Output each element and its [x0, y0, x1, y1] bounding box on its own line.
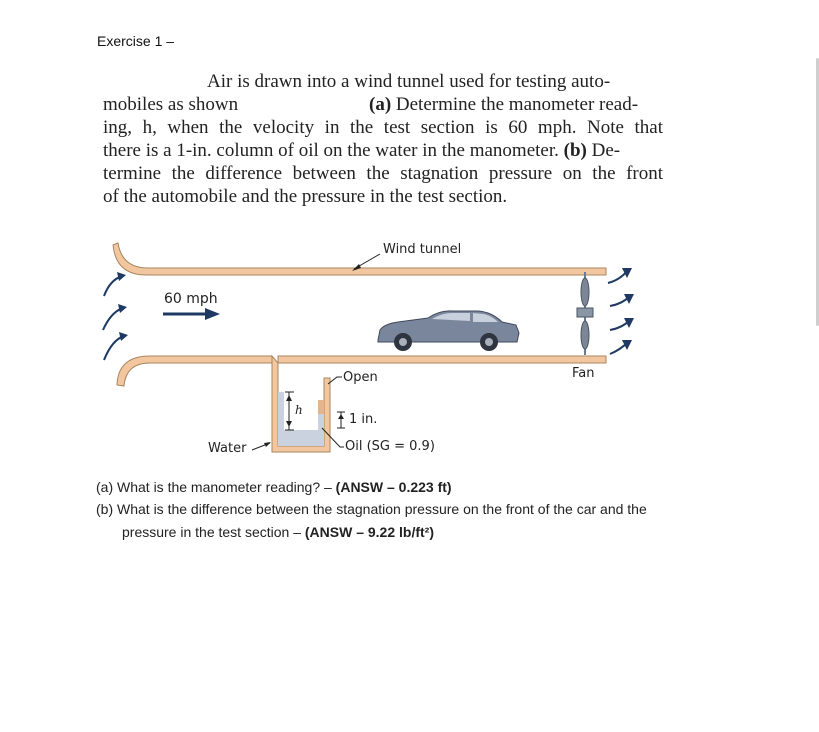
- fan-icon: [576, 272, 594, 355]
- oil-height-label: 1 in.: [349, 412, 378, 427]
- problem-line-2b-text: Determine the manometer read-: [391, 94, 639, 115]
- wind-tunnel-figure: [102, 242, 634, 453]
- question-b: (b) What is the difference between the s…: [96, 501, 647, 517]
- problem-line-5: termine the difference between the stagn…: [103, 163, 663, 184]
- exercise-heading: Exercise 1 –: [97, 33, 175, 49]
- part-b-marker: (b): [563, 140, 587, 161]
- fan-label: Fan: [572, 366, 595, 381]
- tunnel-upper-wall: [112, 242, 607, 276]
- problem-line-2a: mobiles as shown: [103, 94, 239, 115]
- problem-line-1: Air is drawn into a wind tunnel used for…: [207, 71, 611, 92]
- speed-label: 60 mph: [164, 291, 218, 307]
- question-b-continued: pressure in the test section – (ANSW – 9…: [122, 524, 434, 540]
- vertical-scrollbar[interactable]: [816, 58, 819, 326]
- problem-line-4a: there is a 1-in. column of oil on the wa…: [103, 140, 564, 161]
- h-label: h: [295, 403, 303, 417]
- inflow-arrows: [102, 275, 125, 361]
- manometer-tube: [271, 354, 331, 453]
- tunnel-lower-wall: [116, 355, 273, 387]
- problem-line-6: of the automobile and the pressure in th…: [103, 186, 508, 207]
- question-b-answer: (ANSW – 9.22 lb/ft²): [304, 524, 434, 540]
- question-a-text: (a) What is the manometer reading? –: [96, 479, 336, 495]
- manometer-oil: [318, 400, 324, 414]
- problem-line-4: there is a 1-in. column of oil on the wa…: [103, 139, 663, 162]
- problem-line-3: ing, h, when the velocity in the test se…: [103, 117, 663, 138]
- problem-line-2b: (a) Determine the manometer read-: [369, 93, 638, 116]
- velocity-arrow: [205, 308, 220, 320]
- tunnel-lower-wall-right: [277, 355, 607, 364]
- open-label: Open: [343, 370, 378, 385]
- problem-line-4c: De-: [586, 140, 621, 161]
- wind-tunnel-label: Wind tunnel: [383, 242, 462, 257]
- problem-line-2: mobiles as shown (a) Determine the manom…: [103, 93, 663, 116]
- question-b-text2: pressure in the test section –: [122, 524, 305, 540]
- car-icon: [377, 310, 520, 351]
- question-a-answer: (ANSW – 0.223 ft): [335, 479, 452, 495]
- question-a: (a) What is the manometer reading? – (AN…: [96, 479, 452, 495]
- oil-label: Oil (SG = 0.9): [345, 439, 435, 454]
- manometer-water: [278, 392, 284, 446]
- problem-statement: Air is drawn into a wind tunnel used for…: [103, 70, 663, 208]
- part-a-marker: (a): [369, 94, 392, 115]
- water-label: Water: [208, 441, 247, 456]
